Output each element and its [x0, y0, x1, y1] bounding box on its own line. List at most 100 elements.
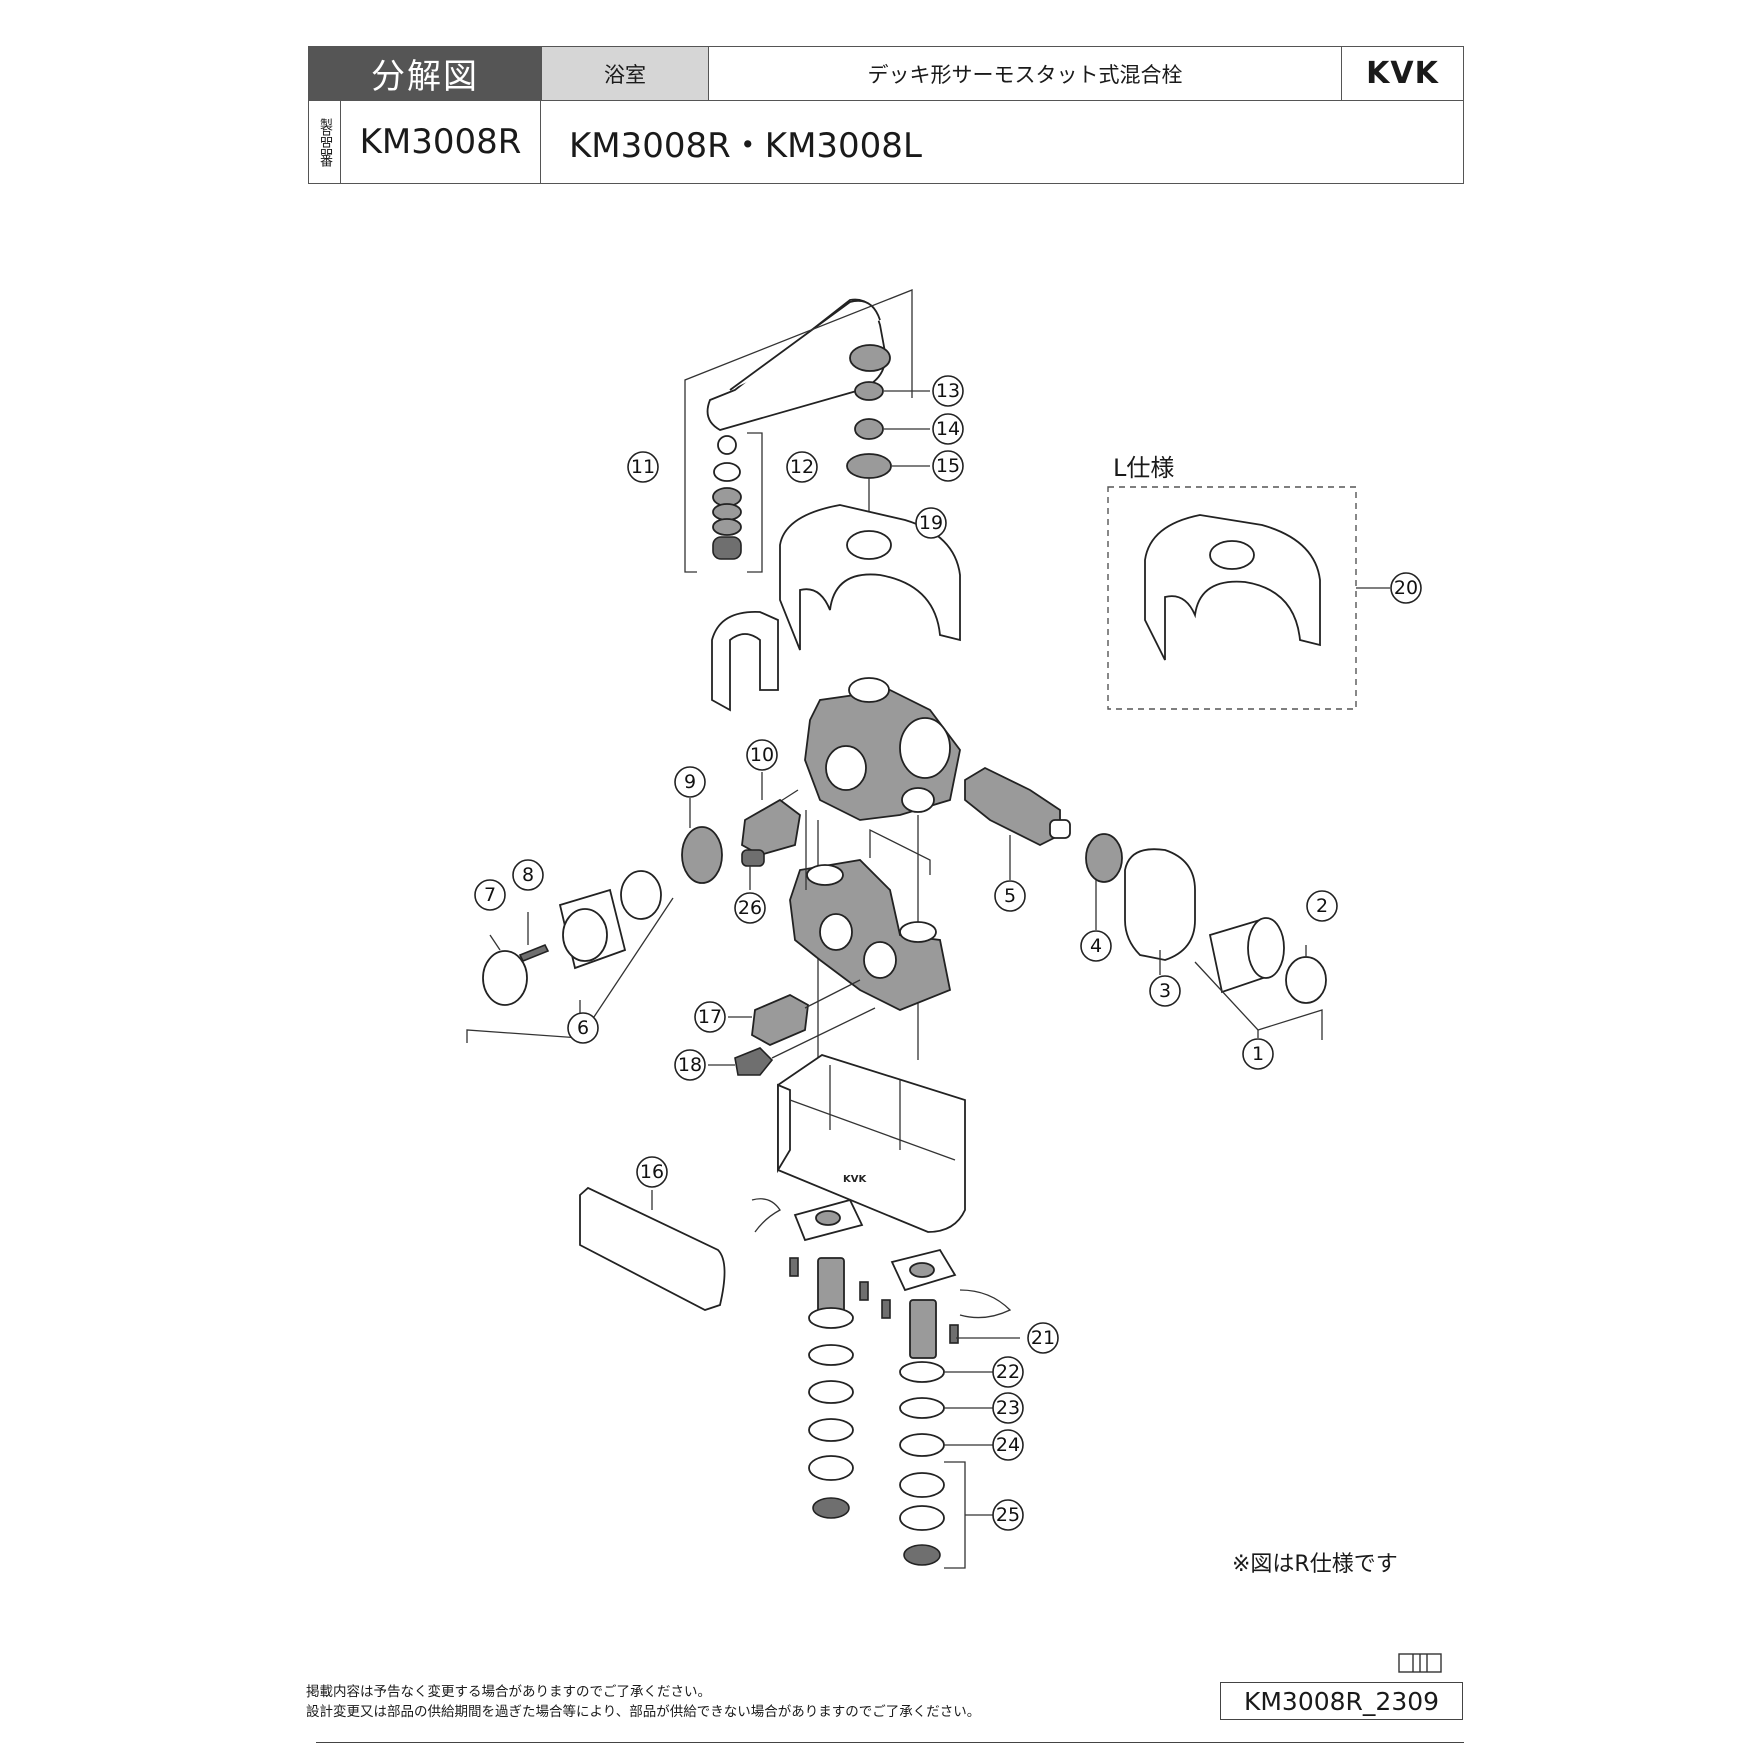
l-spec-box	[1107, 486, 1357, 710]
cover-r	[779, 504, 961, 651]
callout-17: 17	[694, 1001, 726, 1033]
document-icon	[1398, 1653, 1442, 1673]
svg-text:15: 15	[936, 455, 960, 477]
handle-left	[482, 870, 662, 1006]
svg-text:2: 2	[1316, 895, 1328, 917]
callout-7: 7	[474, 879, 506, 911]
nut-9	[681, 826, 723, 884]
product-name: デッキ形サーモスタット式混合栓	[867, 62, 1183, 87]
product-number: KM3008R	[341, 101, 541, 183]
spout-bracket-line	[684, 289, 913, 467]
spout-bracket-lower	[684, 467, 697, 573]
thermo-cartridge	[964, 766, 1071, 847]
category-label: 浴室	[541, 47, 709, 100]
callout-5: 5	[994, 880, 1026, 912]
valve-body-upper	[804, 677, 961, 821]
svg-text:1: 1	[1252, 1043, 1264, 1065]
spout-part	[706, 298, 891, 431]
svg-text:4: 4	[1090, 935, 1102, 957]
part-18	[734, 1047, 774, 1076]
svg-text:5: 5	[1004, 885, 1016, 907]
svg-text:KVK: KVK	[843, 1174, 867, 1185]
svg-text:8: 8	[522, 864, 534, 886]
callout-8: 8	[512, 859, 544, 891]
svg-text:20: 20	[1394, 577, 1418, 599]
svg-text:17: 17	[698, 1006, 722, 1028]
callout-19: 19	[915, 507, 947, 539]
trim-16	[579, 1186, 726, 1311]
svg-text:24: 24	[996, 1434, 1020, 1456]
svg-text:6: 6	[577, 1017, 589, 1039]
callout-26: 26	[734, 892, 766, 924]
header-table: 分解図 浴室 デッキ形サーモスタット式混合栓 KVK 製品品番 KM3008R …	[308, 46, 1464, 184]
svg-text:9: 9	[684, 771, 696, 793]
handle-right-bracket	[1194, 961, 1323, 1040]
svg-text:22: 22	[996, 1361, 1020, 1383]
header-row-2: 製品品番 KM3008R KM3008R・KM3008L	[309, 101, 1463, 183]
check-valve-10	[741, 798, 801, 856]
footer-line-2: 設計変更又は部品の供給期間を過ぎた場合等により、部品が供給できない場合があります…	[306, 1704, 981, 1720]
callout-23: 23	[992, 1392, 1024, 1424]
valve-body-lower	[789, 859, 952, 1011]
svg-text:14: 14	[936, 418, 960, 440]
bottom-rule	[316, 1742, 1464, 1743]
callout-21: 21	[1027, 1322, 1059, 1354]
washer-bracket-25	[944, 1461, 966, 1569]
ring-4	[1085, 833, 1123, 883]
svg-text:26: 26	[738, 897, 762, 919]
svg-text:21: 21	[1031, 1327, 1055, 1349]
callout-18: 18	[674, 1049, 706, 1081]
svg-text:3: 3	[1159, 980, 1171, 1002]
leg-left	[789, 1198, 869, 1519]
callout-20: 20	[1390, 572, 1422, 604]
model-list: KM3008R・KM3008L	[569, 125, 922, 166]
brand-logo: KVK	[1341, 47, 1463, 100]
callout-2: 2	[1306, 890, 1338, 922]
svg-text:23: 23	[996, 1397, 1020, 1419]
aerator-parts	[712, 435, 742, 560]
escutcheon-3	[1124, 848, 1196, 961]
page-title: 分解図	[309, 47, 541, 100]
bracket-plate	[869, 828, 931, 875]
callout-12: 12	[786, 451, 818, 483]
callout-10: 10	[746, 739, 778, 771]
product-number-label: 製品品番	[309, 101, 341, 183]
svg-text:16: 16	[640, 1161, 664, 1183]
callout-3: 3	[1149, 975, 1181, 1007]
svg-text:12: 12	[790, 456, 814, 478]
callout-22: 22	[992, 1356, 1024, 1388]
callout-24: 24	[992, 1429, 1024, 1461]
callout-15: 15	[932, 450, 964, 482]
svg-text:19: 19	[919, 512, 943, 534]
side-cap-part	[711, 611, 779, 712]
footer-line-1: 掲載内容は予告なく変更する場合がありますのでご了承ください。	[306, 1684, 711, 1700]
footer-disclaimer: 掲載内容は予告なく変更する場合がありますのでご了承ください。 設計変更又は部品の…	[306, 1682, 980, 1722]
handle-left-bracket	[466, 897, 674, 1043]
header-row-1: 分解図 浴室 デッキ形サーモスタット式混合栓 KVK	[309, 47, 1463, 101]
callout-6: 6	[567, 1012, 599, 1044]
callout-25: 25	[992, 1499, 1024, 1531]
aerator-bracket	[747, 432, 763, 573]
callout-9: 9	[674, 766, 706, 798]
document-number: KM3008R_2309	[1220, 1682, 1463, 1720]
svg-text:18: 18	[678, 1054, 702, 1076]
handle-right	[1208, 917, 1327, 1004]
cover-l	[1144, 514, 1321, 661]
callout-14: 14	[932, 413, 964, 445]
svg-text:25: 25	[996, 1504, 1020, 1526]
leg-right	[881, 1248, 1012, 1566]
plug-26	[741, 849, 765, 867]
svg-text:10: 10	[750, 744, 774, 766]
callout-1: 1	[1242, 1038, 1274, 1070]
svg-text:7: 7	[484, 884, 496, 906]
svg-text:11: 11	[631, 456, 655, 478]
callout-11: 11	[627, 451, 659, 483]
main-housing: KVK	[777, 1054, 966, 1233]
part-17	[751, 993, 809, 1047]
callout-13: 13	[932, 375, 964, 407]
callout-16: 16	[636, 1156, 668, 1188]
l-spec-label: L仕様	[1113, 454, 1175, 482]
spout-rings	[846, 381, 892, 479]
callout-4: 4	[1080, 930, 1112, 962]
